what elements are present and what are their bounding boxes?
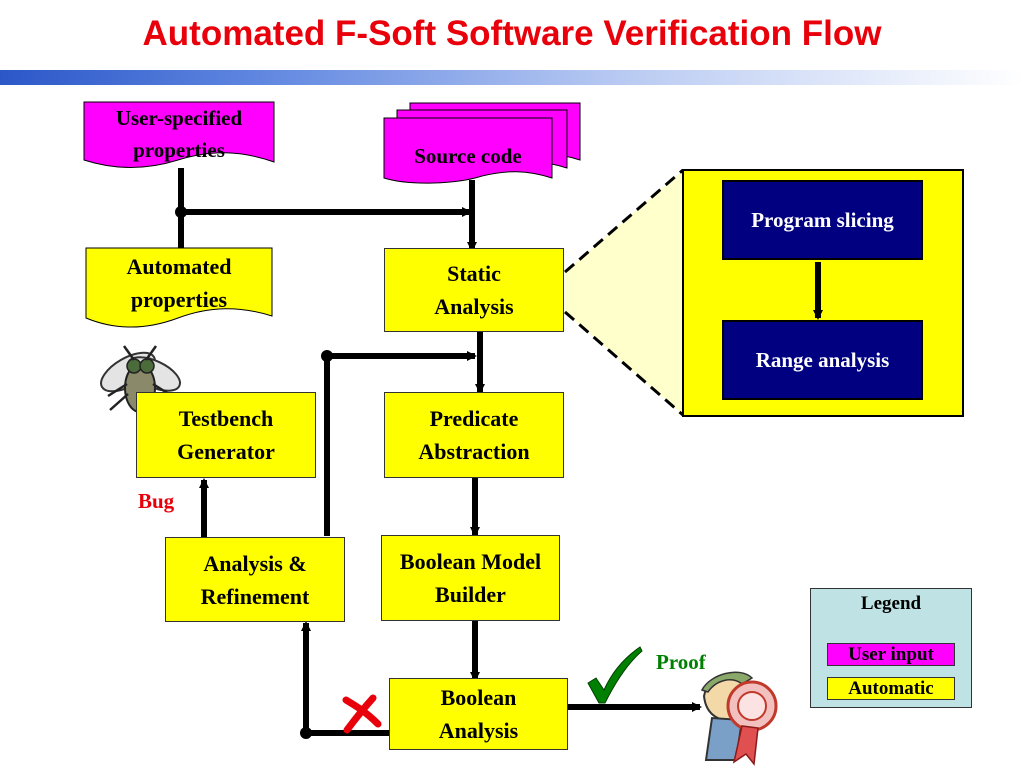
join-dot-props: [175, 206, 187, 218]
legend-title: Legend: [860, 593, 922, 614]
join-dot-feedback: [321, 350, 333, 362]
page-title: Automated F-Soft Software Verification F…: [142, 14, 882, 53]
range-analysis-box: Range analysis: [722, 320, 923, 400]
zoom-line-top: [564, 168, 684, 274]
cross-icon: [342, 694, 382, 734]
legend: Legend User input Automatic: [810, 588, 972, 708]
legend-user-input: User input: [827, 643, 955, 666]
auto-props-shape: [85, 247, 273, 328]
certificate-person-icon: [700, 671, 778, 766]
boolean-model-builder-box: Boolean Model Builder: [381, 535, 560, 621]
testbench-generator-box: Testbench Generator: [136, 392, 316, 478]
auto-props-label: Automated properties: [126, 254, 232, 312]
title-underline-bar: [0, 70, 1024, 85]
user-props-shape: [83, 101, 275, 168]
program-slicing-box: Program slicing: [722, 180, 923, 260]
predicate-abstraction-box: Predicate Abstraction: [384, 392, 564, 478]
zoom-line-bottom: [564, 310, 684, 417]
analysis-to-refinement-arrow: [301, 621, 391, 736]
source-code-label: Source code: [414, 144, 522, 168]
legend-automatic: Automatic: [827, 677, 955, 700]
user-props-label: User-specified properties: [115, 106, 243, 162]
source-doc-front: [383, 117, 553, 184]
bug-label: Bug: [138, 489, 175, 513]
zoom-wedge: [565, 170, 683, 415]
boolean-analysis-box: Boolean Analysis: [389, 678, 568, 750]
join-dot-analysis: [300, 727, 312, 739]
static-analysis-box: Static Analysis: [384, 248, 564, 332]
proof-label: Proof: [656, 650, 706, 674]
analysis-refinement-box: Analysis & Refinement: [165, 537, 345, 622]
checkmark-icon: [587, 646, 643, 704]
